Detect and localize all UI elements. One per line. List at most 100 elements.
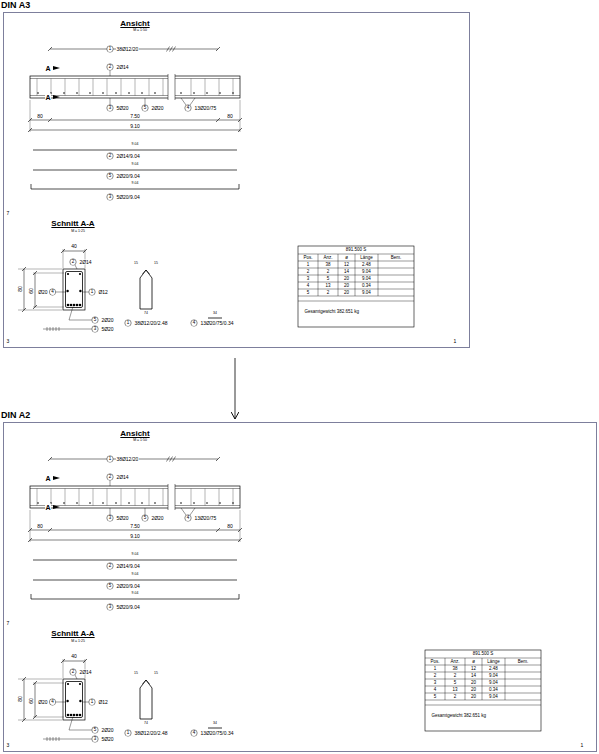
drawing-line [298,282,414,283]
section-arrow [53,476,60,480]
drawing-label: 15 [134,672,139,676]
bar-dot [206,502,208,504]
drawing-line [208,318,222,319]
drawing-line [298,261,414,262]
drawing-label: 2Ø14 [116,65,129,70]
table-cell: Länge [487,659,500,664]
callout-number: 5 [108,584,111,589]
drawing-line [425,705,541,706]
drawing-line [163,79,164,96]
bar-section [67,714,70,717]
drawing-line [63,251,85,252]
drawing-label: 38Ø12/20/2.48 [134,321,168,326]
callout-number: 4 [186,516,189,521]
drawing-line [170,457,173,462]
table-cell: 20 [471,687,477,692]
table-cell: 5 [433,694,436,699]
drawing-line [85,249,86,268]
callout-number: 2 [71,260,74,265]
drawing-line [56,327,57,331]
drawing-label: 15 [134,262,139,266]
drawing-label: A [45,94,51,101]
drawing-sheet: DIN A3 [3,12,470,348]
drawing-line [205,79,206,96]
drawing-label: 7.50 [130,524,141,529]
drawing-line [190,508,195,515]
drawing-label: 1 [580,743,584,748]
drawing-label: 5Ø20 [116,516,129,521]
drawing-line [107,489,108,506]
drawing-line [168,74,169,100]
callout-circle [107,153,113,159]
callout-circle [142,105,148,111]
drawing-line [110,508,111,515]
drawing-line [30,100,31,132]
bar-section [79,683,81,685]
drawing-line [93,79,94,96]
callout-circle [107,194,113,200]
drawing-line [83,702,89,703]
bar-section [79,304,82,307]
drawing-line [79,489,80,506]
drawing-label: 2Ø20 [151,106,164,111]
drawing-line [378,254,379,296]
drawing-label: 1 [453,339,457,344]
callout-circle [125,320,131,326]
drawing-line [355,254,356,296]
drawing-line [35,273,36,307]
drawing-line [48,457,52,461]
table-cell: 5 [306,290,309,295]
table-cell: 0.34 [362,283,372,288]
drawing-line [50,737,51,741]
drawing-label: 2Ø14 [79,670,92,675]
drawing-line [216,528,220,532]
drawing-label: 9.04 [131,553,139,557]
drawing-line [18,269,62,270]
drawing-line [110,480,111,486]
table-cell: 3 [433,680,436,685]
drawing-line [50,327,51,331]
callout-number: 2 [108,564,111,569]
table-cell: 12 [344,262,350,267]
bar-section [79,290,81,292]
callout-circle [107,474,113,480]
drawing-line [53,327,54,331]
drawing-label: 9.10 [130,534,141,539]
drawing-line [69,717,73,731]
drawing-label: 2Ø14/9.04 [116,154,140,159]
table-cell: 2 [326,269,329,274]
drawing-label: 34 [213,722,218,726]
drawing-label: 5Ø20/9.04 [116,605,140,610]
drawing-label: 60 [29,288,34,294]
table-cell: Bem. [390,255,401,260]
drawing-label: 7 [6,621,10,626]
callout-circle [125,730,131,736]
drawing-label: Ø20 [38,290,48,295]
callout-circle [92,326,98,332]
drawing-label: 15 [154,672,159,676]
section-outline [63,679,85,720]
bar-dot [219,502,221,504]
drawing-line [298,289,414,290]
bar-section [66,700,68,702]
callout-number: 3 [108,106,111,111]
drawing-line [298,301,414,302]
drawing-line [33,170,237,171]
callout-number: 2 [108,65,111,70]
table-cell: 1 [306,262,309,267]
drawing-label: M = 1:50 [133,439,148,443]
drawing-line [143,680,147,684]
drawing-line [48,47,52,51]
drawing-label: A [45,504,51,511]
bar-section [67,683,69,685]
bar-dot [115,502,117,504]
callout-number: 2 [108,154,111,159]
drawing-line [30,530,240,531]
drawing-line [43,739,92,740]
bar-section [70,304,73,307]
drawing-label: 74 [144,722,149,726]
drawing-line [175,74,176,100]
bar-dot [128,502,130,504]
